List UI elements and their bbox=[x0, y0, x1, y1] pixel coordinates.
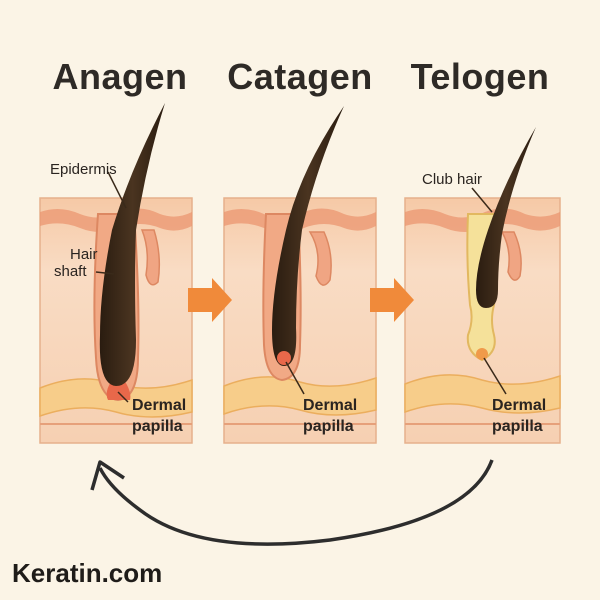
leader-papilla-anagen bbox=[117, 391, 129, 403]
dermal-papilla-catagen bbox=[277, 351, 291, 365]
panel-anagen bbox=[39, 103, 193, 444]
leader-papilla-catagen bbox=[285, 361, 305, 395]
dermal-papilla-telogen bbox=[476, 348, 488, 360]
label-epidermis: Epidermis bbox=[50, 161, 117, 178]
hair-shaft-anagen bbox=[99, 103, 165, 386]
phase-title-anagen: Anagen bbox=[52, 56, 188, 97]
label-hair-line1: Hair bbox=[70, 246, 98, 263]
label-dermal-anagen: Dermal bbox=[132, 397, 187, 414]
panel-catagen bbox=[223, 106, 377, 444]
leader-hair-shaft bbox=[95, 271, 115, 275]
label-papilla-catagen: papilla bbox=[303, 418, 354, 435]
leader-papilla-telogen bbox=[483, 357, 507, 395]
sebaceous-gland bbox=[308, 231, 332, 286]
leader-club-hair bbox=[471, 187, 493, 213]
leader-epidermis bbox=[107, 171, 127, 209]
phase-title-catagen: Catagen bbox=[227, 56, 373, 97]
fat-layer bbox=[404, 374, 561, 414]
cycle-arrow-head-icon bbox=[90, 460, 125, 491]
label-dermal-telogen: Dermal bbox=[492, 397, 547, 414]
label-papilla-anagen: papilla bbox=[132, 418, 183, 435]
sebaceous-gland bbox=[140, 229, 161, 286]
panel-telogen bbox=[404, 127, 561, 444]
label-club-hair: Club hair bbox=[422, 171, 483, 188]
label-papilla-telogen: papilla bbox=[492, 418, 543, 435]
hair-shaft-catagen bbox=[272, 106, 344, 366]
sebaceous-gland bbox=[500, 231, 522, 281]
brand-watermark: Keratin.com bbox=[12, 558, 163, 588]
label-dermal-catagen: Dermal bbox=[303, 397, 358, 414]
phase-title-telogen: Telogen bbox=[410, 56, 550, 97]
arrow-anagen-to-catagen bbox=[188, 278, 232, 322]
label-hair-line2: shaft bbox=[54, 263, 87, 280]
arrow-catagen-to-telogen bbox=[370, 278, 414, 322]
cycle-return-arrow bbox=[98, 459, 494, 546]
club-hair-shaft bbox=[476, 127, 536, 308]
